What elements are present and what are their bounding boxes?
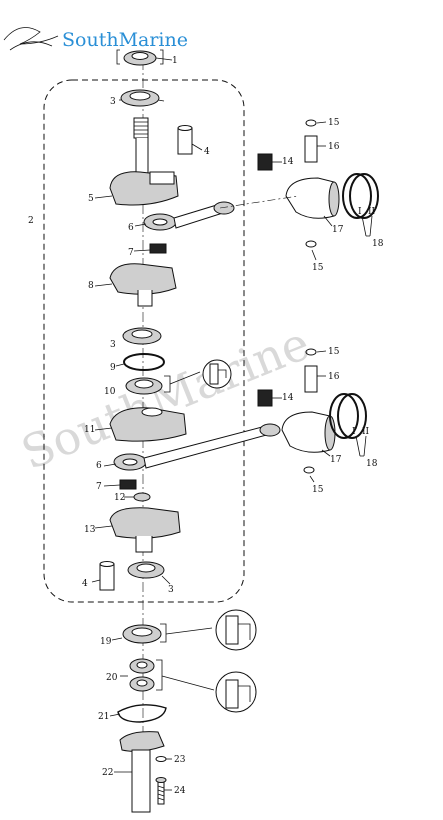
detail-view-19	[215, 609, 257, 651]
washer-part-23	[155, 756, 172, 762]
callout-6: 6	[128, 223, 134, 233]
callout-19: 19	[100, 637, 112, 647]
callout-10: 10	[104, 387, 116, 397]
detail-view-20	[215, 671, 257, 713]
piston-set-lower	[257, 348, 367, 483]
callout-4: 4	[82, 579, 88, 589]
assembly-boundary	[43, 79, 245, 603]
needle-bearing-part-14	[257, 389, 273, 407]
ring-mark-I: I	[358, 207, 362, 217]
crank-web-part-13	[94, 507, 181, 553]
ring-mark-I: I	[352, 427, 356, 437]
piston-ring-I	[342, 173, 372, 219]
callout-17: 17	[332, 225, 344, 235]
ring-mark-II: II	[362, 427, 370, 437]
clip-part-15	[305, 119, 317, 127]
callout-9: 9	[110, 363, 116, 373]
callout-15: 15	[312, 263, 324, 273]
clip-part-15	[303, 466, 315, 474]
callout-18: 18	[366, 459, 378, 469]
callout-15: 15	[328, 118, 340, 128]
callout-7: 7	[128, 248, 134, 258]
callout-15: 15	[312, 485, 324, 495]
gasket-part-21	[109, 704, 167, 723]
piston-ring-II	[349, 173, 379, 219]
callout-5: 5	[88, 194, 94, 204]
callout-17: 17	[330, 455, 342, 465]
detail-view-10	[202, 359, 232, 389]
piston-ring-I	[329, 393, 359, 439]
callout-3: 3	[110, 97, 116, 107]
washer-part-12	[124, 492, 151, 502]
pin-part-4-top	[177, 125, 203, 155]
brand-logo: SouthMarine	[3, 27, 188, 51]
piston-part-17	[285, 177, 335, 219]
callout-11: 11	[84, 425, 95, 435]
needle-bearing-part-7-top	[133, 243, 167, 254]
piston-pin-part-16	[304, 135, 318, 163]
wave-icon	[9, 41, 53, 51]
callout-6: 6	[96, 461, 102, 471]
callout-7: 7	[96, 482, 102, 492]
snap-ring-part-9	[115, 353, 165, 371]
ring-marks: I II I II	[352, 207, 376, 437]
piston-part-17	[281, 411, 331, 453]
callout-15: 15	[328, 347, 340, 357]
crank-web-part-8	[94, 263, 177, 307]
conrod-part-6-top	[134, 201, 235, 231]
callout-12: 12	[114, 493, 125, 503]
pin-part-4-bottom	[91, 561, 115, 591]
callout-20: 20	[106, 673, 118, 683]
wave-icon	[3, 27, 59, 45]
callout-8: 8	[88, 281, 94, 291]
logo-text: SouthMarine	[62, 29, 188, 51]
callout-14: 14	[282, 157, 294, 167]
piston-ring-II	[337, 393, 367, 439]
seal-part-10	[125, 371, 201, 395]
seal-part-1	[116, 49, 173, 66]
bearing-part-3-mid	[122, 327, 162, 345]
callout-24: 24	[174, 786, 186, 796]
callout-23: 23	[174, 755, 186, 765]
piston-set-upper	[219, 119, 379, 261]
ring-mark-II: II	[368, 207, 376, 217]
clip-part-15	[305, 348, 317, 356]
clip-part-15	[305, 240, 317, 248]
callout-3: 3	[110, 340, 116, 350]
callout-13: 13	[84, 525, 96, 535]
crank-web-part-11	[94, 407, 187, 442]
callout-21: 21	[98, 712, 109, 722]
driveshaft-part-22	[114, 731, 165, 813]
bolt-part-24	[155, 777, 172, 805]
bearing-part-3-bottom	[127, 561, 171, 585]
callout-18: 18	[372, 239, 384, 249]
bearing-part-3-top	[119, 89, 165, 107]
callout-14: 14	[282, 393, 294, 403]
needle-bearing-part-14	[257, 153, 273, 171]
callout-16: 16	[328, 372, 340, 382]
callout-4: 4	[204, 147, 210, 157]
callout-16: 16	[328, 142, 340, 152]
crank-web-part-5	[94, 117, 179, 206]
callout-labels: 1 2 3 4 5 6 7 8 3 9 10 11 6 7 12 13 4 3 …	[28, 56, 384, 796]
callout-22: 22	[102, 768, 113, 778]
callout-1: 1	[172, 56, 178, 66]
seals-part-20	[120, 658, 215, 692]
conrod-part-6-bottom	[103, 423, 281, 471]
callout-2: 2	[28, 216, 34, 226]
bearing-part-19	[111, 623, 213, 644]
callout-3: 3	[168, 585, 174, 595]
piston-pin-part-16	[304, 365, 318, 393]
needle-bearing-part-7-bottom	[103, 479, 137, 490]
